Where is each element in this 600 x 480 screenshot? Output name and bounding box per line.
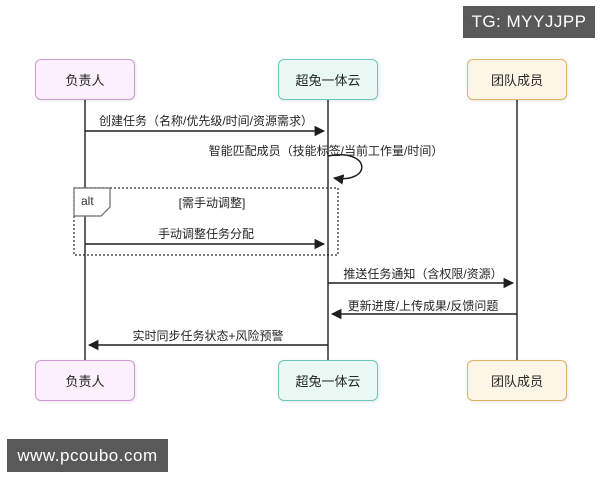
self-loop-arrow-smart-match — [327, 154, 363, 185]
alt-guard-label: [需手动调整] — [178, 196, 246, 210]
tg-badge: TG: MYYJJPP — [463, 6, 595, 38]
message-label-push-notification: 推送任务通知（含权限/资源） — [343, 267, 503, 281]
actor-box-team-top: 团队成员 — [467, 59, 567, 100]
actor-box-cloud-bottom: 超兔一体云 — [278, 360, 378, 401]
alt-fragment-box — [73, 187, 339, 256]
watermark-badge: www.pcoubo.com — [7, 439, 168, 472]
actor-box-team-bottom: 团队成员 — [467, 360, 567, 401]
message-label-create-task: 创建任务（名称/优先级/时间/资源需求） — [98, 114, 314, 128]
actor-box-cloud-top: 超兔一体云 — [278, 59, 378, 100]
message-label-manual-adjust: 手动调整任务分配 — [157, 227, 255, 241]
message-label-realtime-sync: 实时同步任务状态+风险预警 — [132, 329, 284, 343]
alt-operator-label: alt — [81, 194, 94, 208]
alt-operator-tab — [73, 187, 111, 217]
actor-box-owner-bottom: 负责人 — [35, 360, 135, 401]
actor-box-owner-top: 负责人 — [35, 59, 135, 100]
message-label-update-progress: 更新进度/上传成果/反馈问题 — [347, 299, 499, 313]
message-label-smart-match: 智能匹配成员（技能标签/当前工作量/时间） — [208, 144, 444, 158]
